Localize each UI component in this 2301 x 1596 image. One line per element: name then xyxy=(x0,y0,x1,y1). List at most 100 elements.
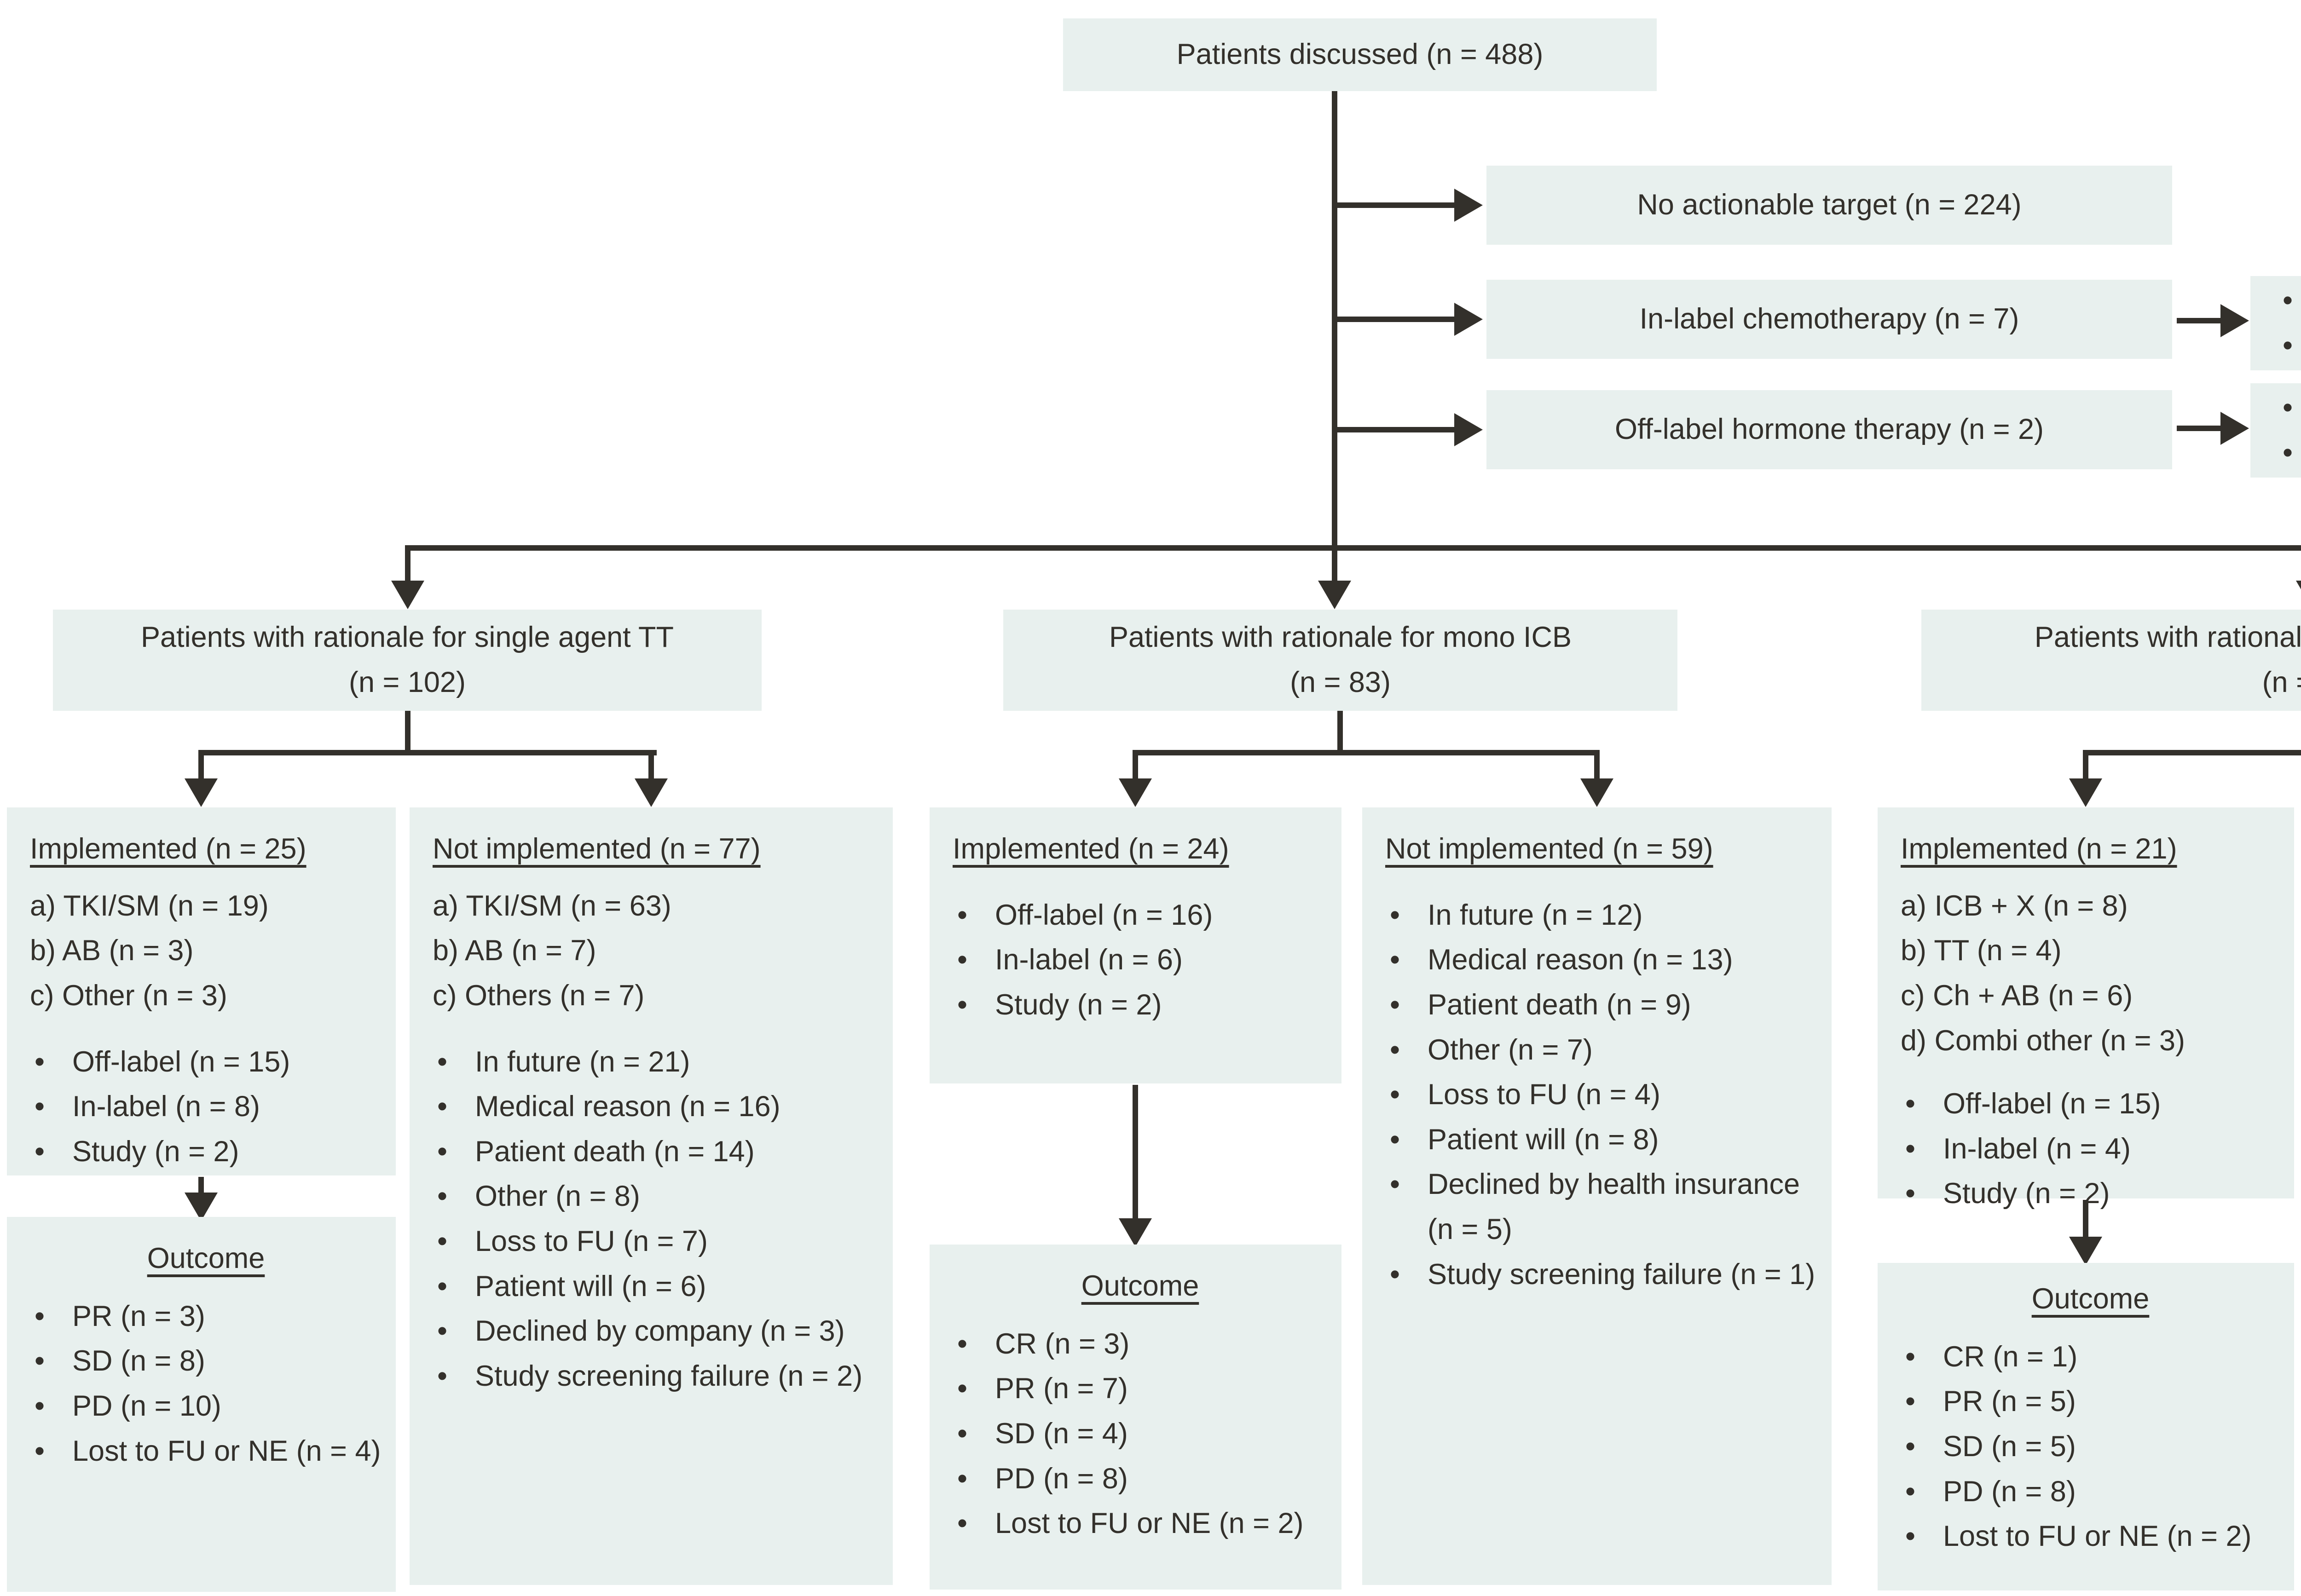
box-label: Patients with rationale for drug combina… xyxy=(2034,621,2301,654)
connector-line xyxy=(2083,1200,2088,1241)
connector-line xyxy=(1133,1085,1138,1223)
lettered-list: a) ICB + X (n = 8)b) TT (n = 4)c) Ch + A… xyxy=(1901,884,2280,1064)
connector-line xyxy=(2177,426,2223,431)
list-item: In-label (n = 6) xyxy=(953,938,1328,983)
list-item: SD (n = 1) xyxy=(2278,323,2301,369)
arrow-down-icon xyxy=(1119,778,1152,807)
list-item: a) TKI/SM (n = 63) xyxy=(433,889,671,922)
box-label: Patients discussed (n = 488) xyxy=(1176,38,1544,71)
box-label: Off-label hormone therapy (n = 2) xyxy=(1614,413,2044,446)
list-item: CR (n = 1) xyxy=(1901,1335,2280,1380)
connector-line xyxy=(1133,750,1600,755)
box-branch-single-agent-tt: Patients with rationale for single agent… xyxy=(53,610,762,711)
box-title: Implemented (n = 21) xyxy=(1901,833,2177,865)
list-item: Medical reason (n = 13) xyxy=(1385,938,1818,983)
list-item: d) Combi other (n = 3) xyxy=(1901,1024,2185,1057)
list-item: CR (n = 1) xyxy=(2278,431,2301,476)
list-item: a) TKI/SM (n = 19) xyxy=(30,889,269,922)
arrow-right-icon xyxy=(2220,412,2249,445)
box-in-label-chemotherapy: In-label chemotherapy (n = 7) xyxy=(1486,280,2172,359)
arrow-down-icon xyxy=(1119,1218,1152,1247)
list-item: Patient will (n = 6) xyxy=(433,1264,879,1309)
list-item: Study (n = 2) xyxy=(30,1129,382,1175)
list-item: c) Ch + AB (n = 6) xyxy=(1901,979,2133,1012)
connector-line xyxy=(198,750,657,755)
connector-line xyxy=(1335,202,1457,208)
connector-line xyxy=(198,750,204,782)
list-item: PR (n = 7) xyxy=(953,1366,1328,1412)
list-item: SD (n = 5) xyxy=(1901,1424,2280,1469)
connector-line xyxy=(1133,750,1138,782)
bullet-list: PR (n = 3)SD (n = 8)PD (n = 10)Lost to F… xyxy=(30,1294,382,1474)
arrow-down-icon xyxy=(391,581,424,609)
list-item: In-label (n = 4) xyxy=(1901,1127,2280,1172)
arrow-down-icon xyxy=(2069,1237,2102,1265)
list-item: In-label (n = 8) xyxy=(30,1084,382,1129)
bullet-list: CR (n = 1)PR (n = 5)SD (n = 5)PD (n = 8)… xyxy=(1901,1335,2280,1559)
connector-line xyxy=(1594,750,1600,782)
arrow-down-icon xyxy=(1580,778,1613,807)
list-item: SD (n = 8) xyxy=(30,1339,382,1384)
list-item: Patient will (n = 8) xyxy=(1385,1118,1818,1163)
arrow-down-icon xyxy=(2069,778,2102,807)
arrow-right-icon xyxy=(1454,413,1483,446)
list-item: Medical reason (n = 16) xyxy=(433,1084,879,1129)
box-count: (n = 83) xyxy=(1290,666,1391,698)
box-patients-discussed: Patients discussed (n = 488) xyxy=(1063,18,1657,91)
box-title: Not implemented (n = 59) xyxy=(1385,833,1713,865)
list-item: Off-label (n = 15) xyxy=(30,1040,382,1085)
outcome-heading: Outcome xyxy=(1081,1270,1199,1302)
outcome-heading: Outcome xyxy=(2031,1283,2150,1315)
connector-line xyxy=(2177,318,2223,323)
lettered-list: a) TKI/SM (n = 63)b) AB (n = 7)c) Others… xyxy=(433,884,879,1019)
bullet-list: PR (n = 2)SD (n = 1) xyxy=(2278,278,2301,368)
list-item: Study screening failure (n = 2) xyxy=(433,1354,879,1399)
list-item: Lost to FU or NE (n = 4) xyxy=(30,1429,382,1474)
box-label: Patients with rationale for single agent… xyxy=(141,621,674,654)
bullet-list: CR (n = 3)PR (n = 7)SD (n = 4)PD (n = 8)… xyxy=(953,1322,1328,1546)
box-title: Implemented (n = 25) xyxy=(30,833,306,865)
box-mono-icb-implemented: Implemented (n = 24) Off-label (n = 16)I… xyxy=(930,807,1341,1083)
arrow-down-icon xyxy=(2296,581,2301,609)
lettered-list: a) TKI/SM (n = 19)b) AB (n = 3)c) Other … xyxy=(30,884,382,1019)
list-item: CR (n = 3) xyxy=(953,1322,1328,1367)
box-mono-icb-outcome: Outcome CR (n = 3)PR (n = 7)SD (n = 4)PD… xyxy=(930,1245,1341,1590)
arrow-right-icon xyxy=(1454,189,1483,222)
arrow-right-icon xyxy=(1454,303,1483,336)
bullet-list: SD (n = 1)CR (n = 1) xyxy=(2278,386,2301,475)
connector-line xyxy=(405,711,410,753)
box-no-actionable-target: No actionable target (n = 224) xyxy=(1486,166,2172,245)
list-item: Study (n = 2) xyxy=(1901,1171,2280,1216)
box-single-tt-not-implemented: Not implemented (n = 77) a) TKI/SM (n = … xyxy=(410,807,893,1585)
connector-line xyxy=(1335,317,1457,322)
arrow-down-icon xyxy=(635,778,668,807)
bullet-list: In future (n = 21)Medical reason (n = 16… xyxy=(433,1040,879,1399)
list-item: Declined by company (n = 3) xyxy=(433,1309,879,1354)
box-mono-icb-not-implemented: Not implemented (n = 59) In future (n = … xyxy=(1362,807,1832,1585)
box-label: In-label chemotherapy (n = 7) xyxy=(1639,303,2019,335)
list-item: c) Other (n = 3) xyxy=(30,979,227,1012)
connector-line xyxy=(1335,427,1457,432)
box-off-label-hormone-therapy: Off-label hormone therapy (n = 2) xyxy=(1486,390,2172,469)
box-count: (n = 70) xyxy=(2262,666,2301,698)
box-title: Implemented (n = 24) xyxy=(953,833,1229,865)
list-item: b) AB (n = 7) xyxy=(433,934,596,967)
box-single-tt-implemented: Implemented (n = 25) a) TKI/SM (n = 19)b… xyxy=(7,807,396,1175)
box-hormone-outcome: SD (n = 1)CR (n = 1) xyxy=(2250,383,2301,478)
list-item: PD (n = 8) xyxy=(1901,1469,2280,1515)
connector-line xyxy=(2083,750,2301,755)
connector-line xyxy=(405,545,2301,551)
list-item: Lost to FU or NE (n = 2) xyxy=(953,1501,1328,1546)
list-item: SD (n = 1) xyxy=(2278,386,2301,431)
list-item: Declined by health insurance (n = 5) xyxy=(1385,1162,1818,1252)
box-single-tt-outcome: Outcome PR (n = 3)SD (n = 8)PD (n = 10)L… xyxy=(7,1217,396,1592)
connector-line xyxy=(1337,711,1343,753)
list-item: Patient death (n = 14) xyxy=(433,1129,879,1175)
list-item: Loss to FU (n = 7) xyxy=(433,1219,879,1264)
list-item: PR (n = 3) xyxy=(30,1294,382,1339)
list-item: Patient death (n = 9) xyxy=(1385,983,1818,1028)
list-item: PR (n = 5) xyxy=(1901,1379,2280,1424)
connector-line xyxy=(2083,750,2088,782)
list-item: Study (n = 2) xyxy=(953,983,1328,1028)
